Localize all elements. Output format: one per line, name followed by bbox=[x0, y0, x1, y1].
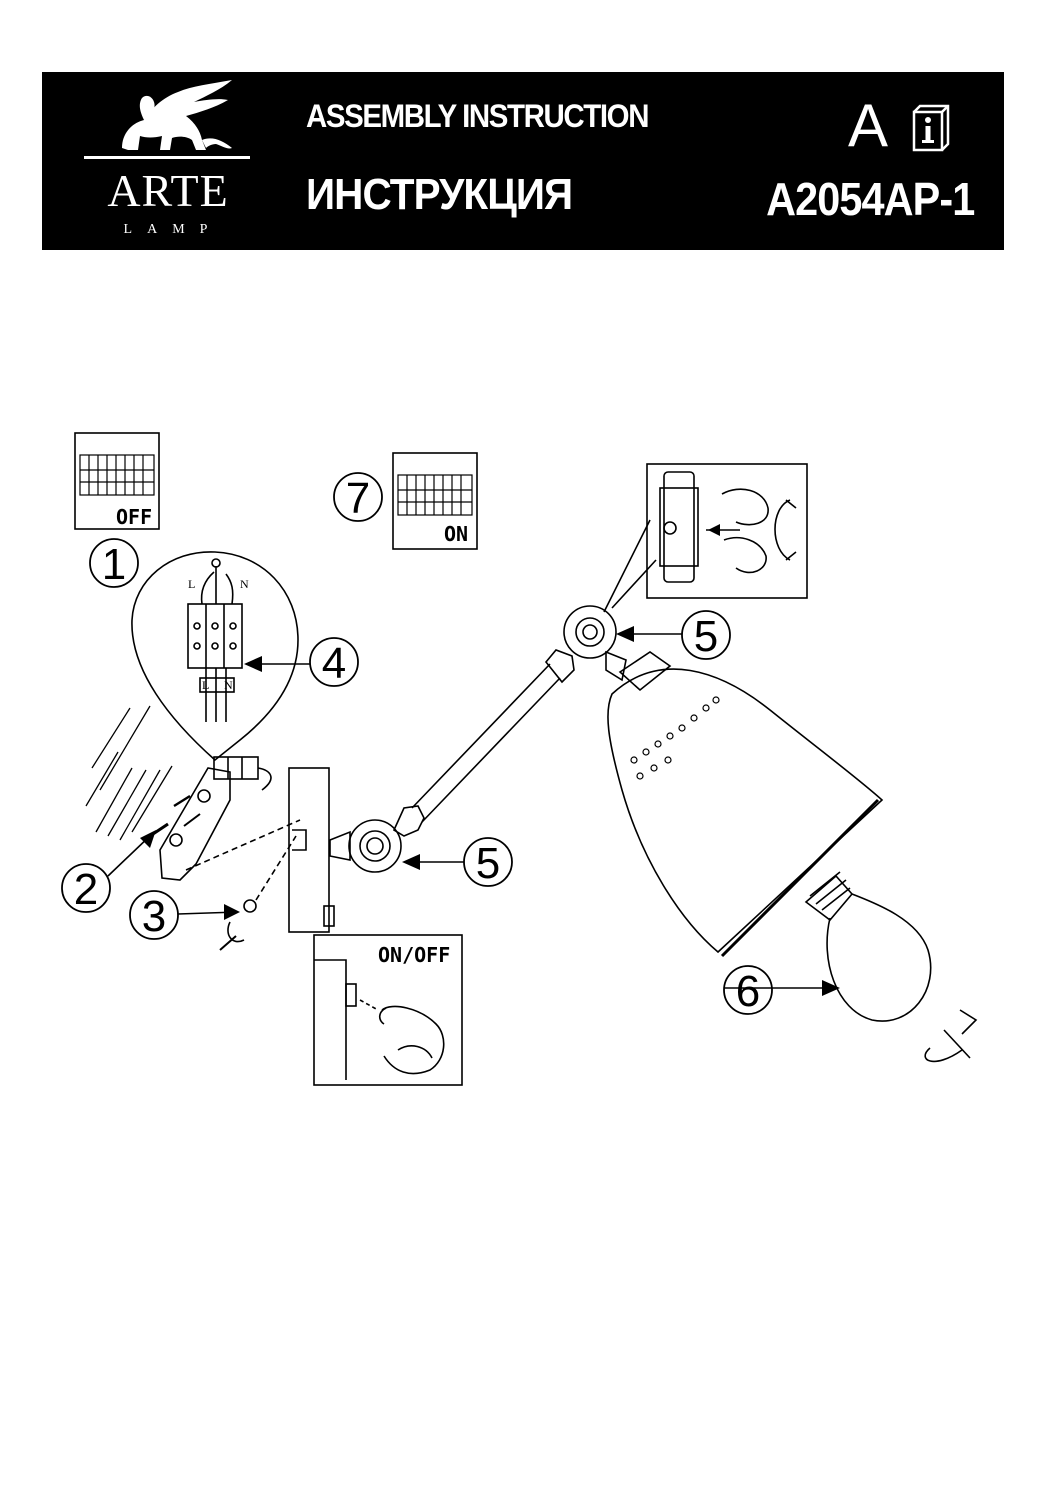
step-numbers: 1 2 3 4 5 5 6 7 bbox=[74, 474, 760, 1016]
title-russian: ИНСТРУКЦИЯ bbox=[306, 170, 573, 219]
bracket-to-base-line bbox=[185, 819, 301, 871]
lamp-shade bbox=[607, 651, 884, 958]
brand-name: ARTE bbox=[107, 165, 229, 216]
terminal-block-icon bbox=[187, 558, 243, 722]
brand-subtitle: LAMP bbox=[123, 222, 223, 237]
wiring-detail-bubble bbox=[131, 551, 299, 762]
knob-callout-lines bbox=[603, 519, 657, 613]
wall-hatching bbox=[85, 705, 173, 841]
upper-joint bbox=[563, 605, 627, 682]
step-number-7: 7 bbox=[346, 474, 370, 523]
neutral-label-top: N bbox=[240, 577, 249, 591]
fixing-screw-icon bbox=[219, 835, 297, 951]
on-label: ON bbox=[444, 522, 468, 546]
knob-detail-icon bbox=[659, 471, 797, 583]
light-bulb bbox=[804, 871, 932, 1022]
step-number-4: 4 bbox=[322, 639, 346, 688]
rotate-arrow-icon bbox=[924, 1009, 978, 1063]
step-number-2: 2 bbox=[74, 865, 98, 914]
mounting-bracket bbox=[159, 767, 231, 881]
language-letter: A bbox=[848, 92, 889, 159]
live-label-top: L bbox=[188, 577, 195, 591]
arrow-heads bbox=[140, 524, 840, 996]
panel-labels: OFF ON ON/OFF bbox=[116, 505, 468, 967]
step-number-5-lower: 5 bbox=[476, 839, 500, 888]
title-english: ASSEMBLY INSTRUCTION bbox=[306, 98, 649, 134]
step-number-1: 1 bbox=[102, 540, 126, 589]
header-bar: ARTE LAMP ASSEMBLY INSTRUCTION ИНСТРУКЦИ… bbox=[42, 72, 1004, 250]
griffin-logo-icon bbox=[84, 80, 250, 159]
info-manual-icon bbox=[912, 104, 950, 152]
leader-lines bbox=[107, 633, 836, 989]
breaker-on-panel bbox=[392, 452, 478, 550]
on-off-label: ON/OFF bbox=[378, 943, 450, 967]
live-label-bottom: L bbox=[202, 678, 209, 692]
lamp-arm bbox=[392, 649, 575, 837]
knob-detail-panel bbox=[646, 463, 808, 599]
breaker-off-panel bbox=[74, 432, 160, 530]
switch-detail-panel bbox=[313, 934, 463, 1086]
wall-plate bbox=[288, 767, 335, 933]
step-circles bbox=[61, 472, 773, 1015]
breaker-block-icon bbox=[397, 474, 473, 516]
breaker-block-icon bbox=[79, 454, 155, 496]
model-number: A2054AP-1 bbox=[765, 173, 975, 225]
off-label: OFF bbox=[116, 505, 152, 529]
step-number-5-upper: 5 bbox=[694, 612, 718, 661]
lower-joint bbox=[329, 819, 402, 873]
wire-connector bbox=[213, 756, 272, 791]
finger-press-icon bbox=[314, 959, 445, 1080]
wiring-letters: L N L N bbox=[188, 577, 249, 692]
step-number-3: 3 bbox=[142, 892, 166, 941]
wall-screw-icon bbox=[149, 794, 201, 838]
step-number-6: 6 bbox=[736, 967, 760, 1016]
neutral-label-bottom: N bbox=[224, 678, 233, 692]
